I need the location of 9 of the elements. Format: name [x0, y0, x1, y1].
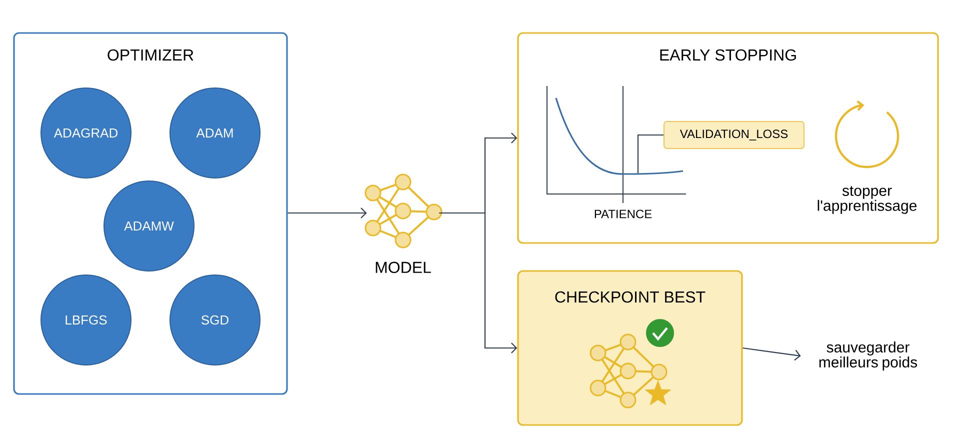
- arrow: [742, 347, 801, 361]
- label-text: stopper l'apprentissage: [818, 186, 917, 214]
- leader-line: [637, 134, 664, 173]
- axis-label: PATIENCE: [594, 210, 652, 218]
- output-text: sauvegarder meilleurs poids: [819, 342, 918, 370]
- checkpoint-panel: CHECKPOINT BEST: [517, 270, 743, 426]
- arrow: [288, 208, 367, 218]
- arrow: [439, 212, 518, 354]
- value-tag: VALIDATION_LOSS: [664, 121, 805, 149]
